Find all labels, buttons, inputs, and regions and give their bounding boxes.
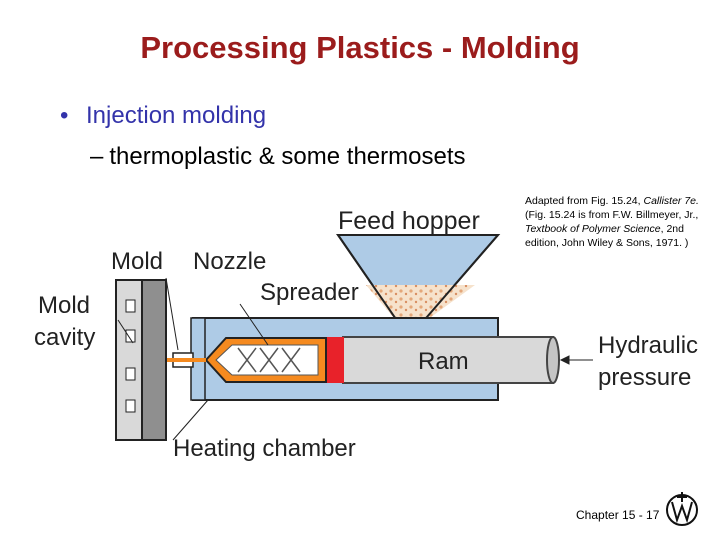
caption-part1: Adapted from Fig. 15.24, <box>525 195 644 207</box>
subbullet-thermoplastic: –thermoplastic & some thermosets <box>90 143 466 171</box>
caption-textbook: Textbook of Polymer Science <box>525 223 661 235</box>
label-hydraulic-2: pressure <box>598 364 691 391</box>
label-mold: Mold <box>111 248 163 275</box>
figure-caption: Adapted from Fig. 15.24, Callister 7e. (… <box>525 194 705 250</box>
label-nozzle: Nozzle <box>193 248 266 275</box>
injection-molding-diagram: Feed hopper Mold Nozzle Spreader Mold ca… <box>34 207 698 462</box>
subbullet-text: thermoplastic & some thermosets <box>109 143 466 170</box>
label-spreader: Spreader <box>260 279 359 306</box>
label-mold-cavity-1: Mold <box>38 292 90 319</box>
bullet-dot: • <box>60 102 69 129</box>
wiley-logo-icon <box>666 492 698 526</box>
bullet-text: Injection molding <box>86 102 267 129</box>
subbullet-dash: – <box>90 143 104 170</box>
label-mold-cavity-2: cavity <box>34 324 95 351</box>
label-feed-hopper: Feed hopper <box>338 207 480 235</box>
melt-zone <box>326 337 344 383</box>
label-hydraulic-1: Hydraulic <box>598 332 698 359</box>
footer-page-number: Chapter 15 - 17 <box>576 508 660 522</box>
caption-callister: Callister 7e. <box>643 195 699 207</box>
bullet-injection-molding: • Injection molding <box>60 102 266 130</box>
mold-right-plate <box>141 279 167 441</box>
caption-part3: , 2nd edition, John Wiley & Sons, 1971. … <box>525 223 689 249</box>
label-heating-chamber: Heating chamber <box>173 435 356 462</box>
slide-title: Processing Plastics - Molding <box>140 30 580 65</box>
label-ram: Ram <box>418 348 469 375</box>
caption-part2: (Fig. 15.24 is from F.W. Billmeyer, Jr., <box>525 209 699 221</box>
